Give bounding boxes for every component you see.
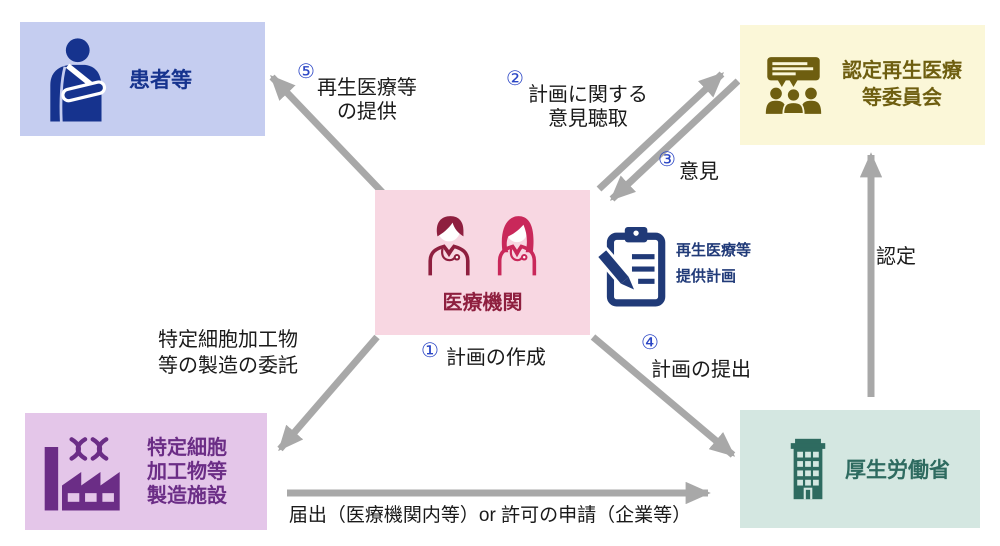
- arrow-submit-to-mhlw: [590, 334, 736, 458]
- edge-label-line: 特定細胞加工物: [158, 329, 298, 351]
- injured-patient-icon: [50, 37, 107, 122]
- node-patients-label: 患者等: [129, 69, 192, 92]
- edge-label-consult: ② 計画に関する 意見聴取: [506, 69, 648, 131]
- node-committee: 認定再生医療 等委員会: [740, 25, 985, 145]
- arrow-consult-to-committee: [596, 71, 725, 192]
- node-committee-label-line1: 認定再生医療: [842, 60, 962, 82]
- step-number-1: ①: [421, 340, 439, 362]
- edge-label-line: 計画に関する: [527, 84, 648, 106]
- edge-label-create: ① 計画の作成: [421, 341, 546, 370]
- step-number-2: ②: [506, 68, 524, 90]
- arrow-consign-to-facility: [277, 334, 380, 452]
- edge-label-consign: 特定細胞加工物 等の製造の委託: [158, 327, 298, 379]
- edge-label-line: 意見聴取: [547, 108, 628, 130]
- committee-discussion-icon: [765, 56, 822, 115]
- node-facility: 特定細胞 加工物等 製造施設: [25, 413, 267, 530]
- arrow-opinion-to-medical: [609, 78, 741, 202]
- government-building-icon: [790, 438, 826, 500]
- edge-label-provide-text: 再生医療等 の提供: [317, 76, 417, 124]
- doctor-icons: [423, 210, 543, 280]
- node-patients: 患者等: [20, 22, 265, 136]
- step-number-3: ③: [658, 149, 676, 171]
- node-medical: 医療機関: [375, 190, 590, 335]
- node-facility-label-line1: 特定細胞: [147, 436, 227, 459]
- plan-label-line1: 再生医療等: [676, 242, 752, 259]
- edge-label-opinion-text: 意見: [678, 161, 719, 183]
- plan-document-label: 再生医療等 提供計画: [676, 238, 751, 289]
- edge-label-certify: 認定: [876, 246, 916, 268]
- node-mhlw-label: 厚生労働省: [845, 459, 950, 482]
- clipboard-pencil-icon: [596, 227, 666, 307]
- edge-label-submit-text: 計画の提出: [651, 359, 751, 381]
- arrow-provide-to-patients: [269, 74, 386, 196]
- edge-label-submit: ④ 計画の提出: [641, 332, 751, 382]
- edge-label-create-text: 計画の作成: [445, 347, 546, 369]
- edge-label-line: 等の製造の委託: [158, 355, 298, 377]
- edge-label-provide: ⑤ 再生医療等 の提供: [297, 62, 417, 124]
- edge-label-line: 再生医療等: [316, 77, 417, 99]
- node-medical-label: 医療機関: [442, 292, 523, 314]
- male-doctor-icon: [427, 216, 470, 276]
- node-committee-label: 認定再生医療 等委員会: [842, 58, 962, 112]
- node-facility-label-line3: 製造施設: [147, 484, 227, 507]
- plan-label-line2: 提供計画: [676, 267, 737, 285]
- node-facility-label: 特定細胞 加工物等 製造施設: [147, 436, 227, 508]
- node-facility-label-line2: 加工物等: [147, 460, 227, 483]
- edge-label-notify: 届出（医療機関内等）or 許可の申請（企業等）: [288, 505, 692, 526]
- node-mhlw: 厚生労働省: [740, 410, 980, 528]
- step-number-4: ④: [641, 332, 659, 354]
- edge-label-consult-text: 計画に関する 意見聴取: [528, 83, 648, 131]
- edge-label-line: の提供: [336, 101, 397, 123]
- step-number-5: ⑤: [297, 61, 315, 83]
- factory-dna-icon: [44, 436, 120, 510]
- female-doctor-icon: [497, 216, 536, 276]
- edge-label-opinion: ③ 意見: [658, 150, 719, 184]
- node-committee-label-line2: 等委員会: [862, 87, 942, 109]
